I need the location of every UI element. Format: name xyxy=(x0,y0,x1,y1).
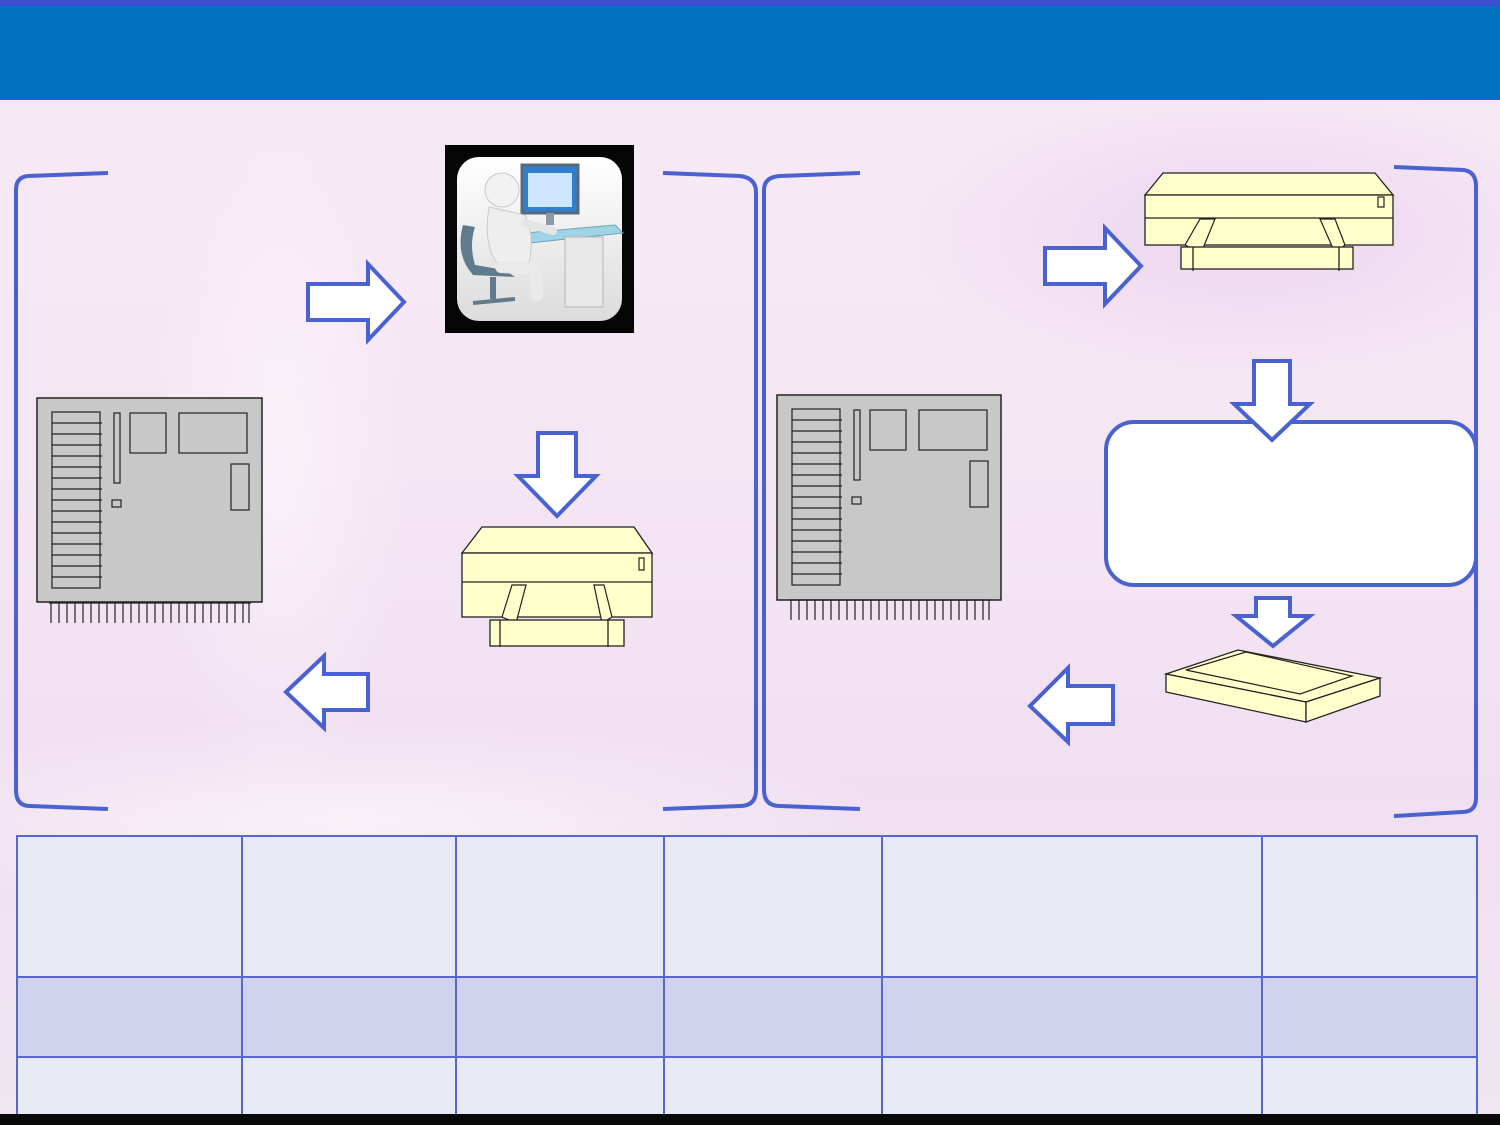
table-cell xyxy=(1261,1056,1478,1125)
workflow-diagram xyxy=(14,145,1478,818)
table-cell xyxy=(16,976,243,1058)
table-cell xyxy=(455,835,665,978)
table-cell xyxy=(881,835,1263,978)
user-at-computer-photo xyxy=(445,145,634,333)
process-box xyxy=(1104,420,1478,587)
arrow-right-icon xyxy=(306,258,407,346)
arrow-right-icon xyxy=(1043,222,1144,310)
arrow-down-icon xyxy=(513,431,601,519)
table-cell xyxy=(241,1056,457,1125)
header-bar xyxy=(0,0,1500,100)
table-cell xyxy=(455,976,665,1058)
arrow-down-icon xyxy=(1228,359,1316,443)
table-header-row xyxy=(16,835,1478,978)
table-cell xyxy=(881,976,1263,1058)
right-left-bracket xyxy=(762,171,861,811)
printer-icon xyxy=(460,526,654,647)
computer-board-icon xyxy=(36,397,263,623)
left-right-bracket xyxy=(662,171,758,811)
table-cell xyxy=(663,835,883,978)
table-cell xyxy=(663,976,883,1058)
table-cell xyxy=(241,835,457,978)
table-cell xyxy=(16,835,243,978)
data-table xyxy=(16,835,1478,1125)
table-cell xyxy=(455,1056,665,1125)
printer-icon xyxy=(1143,172,1395,271)
scanner-icon xyxy=(1163,649,1383,723)
table-cell xyxy=(663,1056,883,1125)
summary-table xyxy=(16,835,1478,1125)
table-cell xyxy=(16,1056,243,1125)
computer-board-icon xyxy=(776,394,1002,620)
table-cell xyxy=(1261,835,1478,978)
arrow-left-icon xyxy=(1027,663,1115,747)
table-row xyxy=(16,1056,1478,1125)
left-bracket xyxy=(14,171,109,811)
bottom-strip xyxy=(0,1114,1500,1125)
table-cell xyxy=(881,1056,1263,1125)
table-cell xyxy=(1261,976,1478,1058)
arrow-down-icon xyxy=(1230,596,1316,649)
table-cell xyxy=(241,976,457,1058)
arrow-left-icon xyxy=(283,651,370,733)
table-row xyxy=(16,976,1478,1058)
